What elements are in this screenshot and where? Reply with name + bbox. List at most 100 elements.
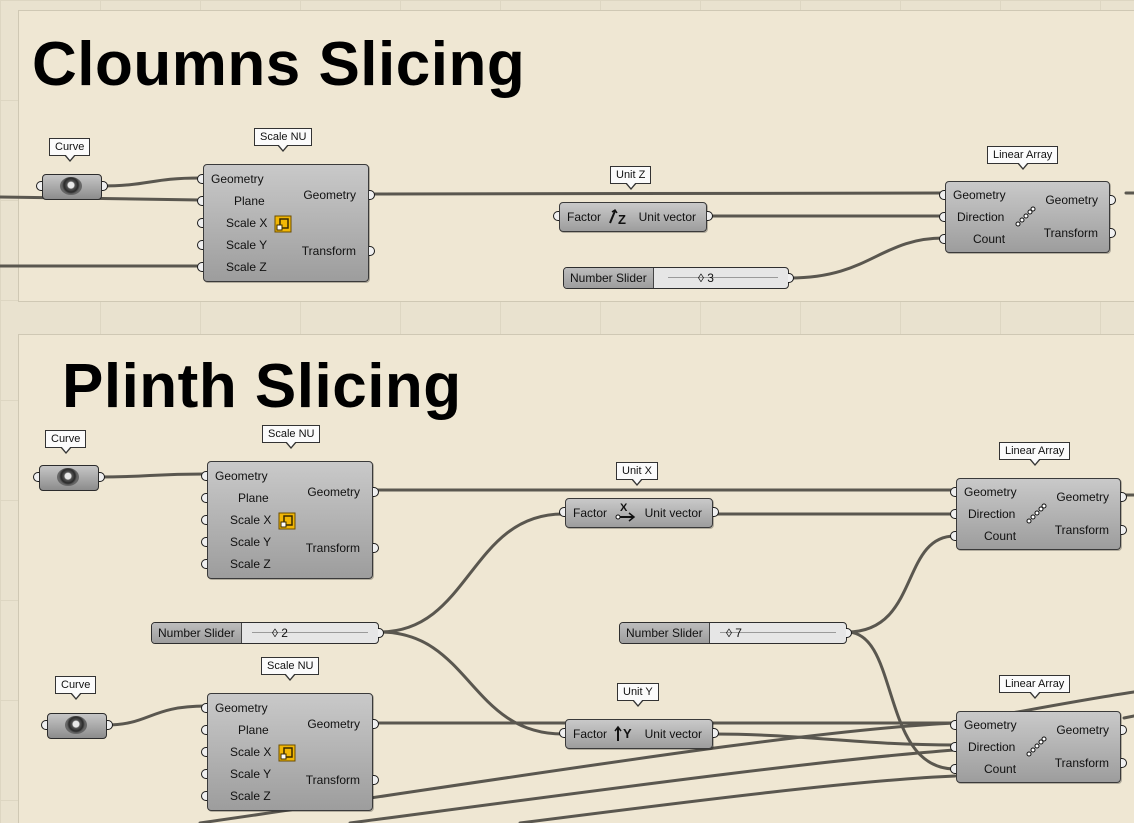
input-grip[interactable] (201, 559, 207, 569)
input-grip[interactable] (939, 212, 945, 222)
input-grip[interactable] (33, 472, 39, 482)
input-grip[interactable] (201, 769, 207, 779)
scale-nu-in-plane: Plane (238, 723, 269, 737)
linear-array-icon (1015, 206, 1036, 227)
input-grip[interactable] (41, 720, 47, 730)
input-grip[interactable] (36, 181, 42, 191)
output-grip[interactable] (1121, 725, 1127, 735)
output-grip[interactable] (1121, 525, 1127, 535)
linear-array-component[interactable]: Geometry Direction Count Geometry Transf… (939, 181, 1116, 253)
output-grip[interactable] (1110, 228, 1116, 238)
input-grip[interactable] (197, 196, 203, 206)
input-grip[interactable] (950, 487, 956, 497)
output-grip[interactable] (373, 487, 379, 497)
output-grip[interactable] (846, 628, 852, 638)
curve-param[interactable] (33, 465, 105, 491)
slider-value[interactable]: ◊ 3 (698, 271, 714, 285)
output-grip[interactable] (373, 719, 379, 729)
input-grip[interactable] (201, 471, 207, 481)
number-slider-plinth-factor[interactable]: Number Slider ◊ 2 (151, 622, 379, 644)
input-grip[interactable] (197, 262, 203, 272)
input-grip[interactable] (559, 507, 565, 517)
linear-array-component[interactable]: Geometry Direction Count Geometry Transf… (950, 478, 1127, 550)
curve-param-icon (57, 468, 79, 486)
input-grip[interactable] (201, 747, 207, 757)
scale-nu-in-geometry: Geometry (215, 469, 268, 483)
linear-array-in-geometry: Geometry (964, 718, 1017, 732)
input-grip[interactable] (201, 703, 207, 713)
plinth-slicing-title: Plinth Slicing (62, 352, 462, 421)
input-grip[interactable] (950, 720, 956, 730)
slider-track[interactable] (720, 632, 836, 633)
slider-value[interactable]: ◊ 7 (726, 626, 742, 640)
scale-nu-in-scale-x: Scale X (230, 745, 272, 759)
input-grip[interactable] (201, 725, 207, 735)
input-grip[interactable] (950, 509, 956, 519)
input-grip[interactable] (201, 537, 207, 547)
curve-param[interactable] (36, 174, 108, 200)
input-grip[interactable] (950, 742, 956, 752)
input-grip[interactable] (201, 493, 207, 503)
scale-nu-in-scale-x: Scale X (230, 513, 272, 527)
linear-array-out-geometry: Geometry (1045, 193, 1098, 207)
output-grip[interactable] (373, 775, 379, 785)
unit-x-component[interactable]: Factor X Unit vector (559, 498, 719, 528)
input-grip[interactable] (939, 234, 945, 244)
output-grip[interactable] (373, 543, 379, 553)
scale-nu-component[interactable]: Geometry Plane Scale X Scale Y Scale Z G… (197, 164, 375, 282)
slider-value[interactable]: ◊ 2 (272, 626, 288, 640)
input-grip[interactable] (950, 764, 956, 774)
unit-x-out: Unit vector (644, 506, 702, 520)
scale-nu-out-transform: Transform (305, 541, 360, 555)
linear-array-in-count: Count (984, 762, 1017, 776)
scale-nu-component[interactable]: Geometry Plane Scale X Scale Y Scale Z G… (201, 693, 379, 811)
input-grip[interactable] (553, 211, 559, 221)
scale-nu-out-transform: Transform (305, 773, 360, 787)
output-grip[interactable] (1121, 758, 1127, 768)
scale-nu-component[interactable]: Geometry Plane Scale X Scale Y Scale Z G… (201, 461, 379, 579)
scale-nu-in-scale-z: Scale Z (230, 789, 271, 803)
output-grip[interactable] (1121, 492, 1127, 502)
output-grip[interactable] (713, 728, 719, 738)
unit-z-component[interactable]: Factor Z Unit vector (553, 202, 713, 232)
number-slider-columns-count[interactable]: Number Slider ◊ 3 (563, 267, 789, 289)
linear-array-out-geometry: Geometry (1056, 490, 1109, 504)
input-grip[interactable] (201, 515, 207, 525)
input-grip[interactable] (201, 791, 207, 801)
unit-x-label: Unit X (616, 462, 658, 486)
output-grip[interactable] (107, 720, 113, 730)
input-grip[interactable] (197, 218, 203, 228)
curve-param[interactable] (41, 713, 113, 739)
curve-param-icon (65, 716, 87, 734)
output-grip[interactable] (1110, 195, 1116, 205)
unit-z-icon: Z (609, 208, 626, 227)
linear-array-in-direction: Direction (968, 507, 1016, 521)
unit-x-icon: X (615, 502, 636, 522)
slider-track[interactable] (668, 277, 778, 278)
input-grip[interactable] (559, 728, 565, 738)
output-grip[interactable] (378, 628, 384, 638)
scale-nu-label: Scale NU (254, 128, 313, 152)
number-slider-plinth-count[interactable]: Number Slider ◊ 7 (619, 622, 847, 644)
linear-array-component[interactable]: Geometry Direction Count Geometry Transf… (950, 711, 1127, 783)
output-grip[interactable] (713, 507, 719, 517)
input-grip[interactable] (939, 190, 945, 200)
linear-array-in-count: Count (973, 232, 1006, 246)
output-grip[interactable] (788, 273, 794, 283)
unit-y-component[interactable]: Factor Y Unit vector (559, 719, 719, 749)
linear-array-out-transform: Transform (1043, 226, 1098, 240)
output-grip[interactable] (369, 190, 375, 200)
input-grip[interactable] (950, 531, 956, 541)
output-grip[interactable] (99, 472, 105, 482)
output-grip[interactable] (369, 246, 375, 256)
slider-track[interactable] (252, 632, 368, 633)
slider-name: Number Slider (620, 623, 710, 643)
input-grip[interactable] (197, 240, 203, 250)
output-grip[interactable] (707, 211, 713, 221)
input-grip[interactable] (197, 174, 203, 184)
curve-label: Curve (45, 430, 87, 454)
output-grip[interactable] (102, 181, 108, 191)
scale-nu-in-plane: Plane (234, 194, 265, 208)
scale-nu-icon (278, 512, 296, 530)
